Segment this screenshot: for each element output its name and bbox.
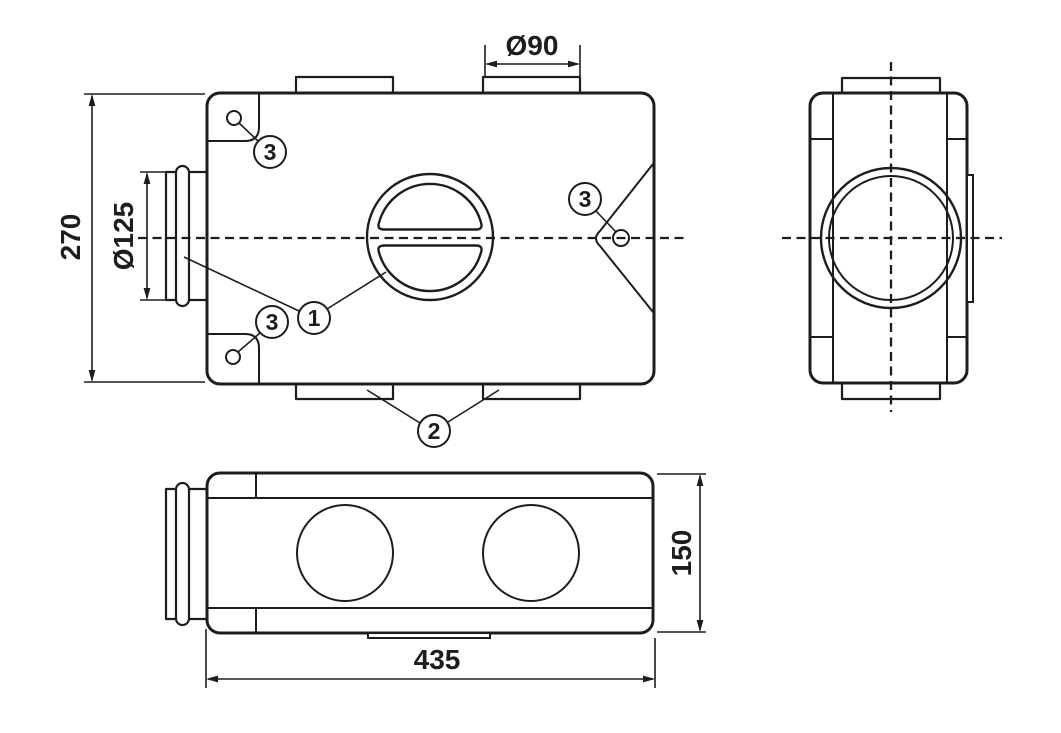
mounting-hole-bottom-left: [225, 349, 241, 365]
front-view: [138, 75, 688, 401]
port-damper-upper: [377, 182, 483, 231]
dimension-125: Ø125: [108, 171, 168, 301]
leader-line: [595, 210, 617, 233]
callout-circle: [253, 135, 287, 169]
arrowhead-up: [88, 94, 96, 106]
arrowhead-right: [643, 675, 655, 683]
port-damper-lower: [377, 244, 483, 293]
dim-label-length: 435: [414, 644, 461, 675]
side-view: [782, 62, 1002, 412]
dim-label-top-spigot: Ø90: [506, 30, 559, 61]
arrowhead-down: [143, 288, 151, 300]
bottom-clip: [367, 632, 491, 639]
bottom-port-left: [296, 504, 394, 602]
leader-line: [326, 271, 387, 310]
callout-3-top-left: 3: [238, 122, 287, 169]
callout-1: 1: [183, 256, 387, 335]
arrowhead-down: [88, 370, 96, 382]
mounting-hole-top-left: [226, 110, 242, 126]
arrowhead-left: [485, 60, 497, 68]
callout-2: 2: [366, 389, 500, 448]
callout-3-bottom-left: 3: [237, 305, 289, 353]
dimension-90: Ø90: [484, 30, 581, 76]
dimension-150: 150: [657, 473, 706, 633]
arrowhead-up: [143, 172, 151, 184]
leader-line: [366, 389, 421, 424]
front-left-spigot-gasket: [174, 164, 191, 308]
bottom-view: [164, 471, 655, 639]
callout-circle: [255, 305, 289, 339]
callout-number: 1: [308, 305, 321, 331]
dim-label-height: 270: [55, 214, 86, 261]
callout-number: 3: [264, 139, 277, 165]
front-top-spigot-left: [294, 75, 395, 96]
bottom-port-right: [482, 504, 580, 602]
callout-3-right: 3: [568, 182, 617, 233]
arrowhead-up: [696, 474, 704, 486]
callout-number: 3: [579, 186, 592, 212]
arrowhead-down: [696, 620, 704, 632]
leader-line: [183, 256, 300, 312]
callout-circle: [417, 414, 451, 448]
dimension-435: 435: [205, 629, 656, 688]
leader-line: [238, 122, 259, 142]
front-top-spigot-right: [481, 75, 582, 96]
callout-circle: [568, 182, 602, 216]
dimension-270: 270: [55, 93, 205, 383]
callout-number: 2: [428, 418, 441, 444]
dim-label-depth: 150: [666, 530, 697, 577]
arrowhead-right: [568, 60, 580, 68]
dim-label-left-spigot: Ø125: [108, 202, 139, 271]
arrowhead-left: [206, 675, 218, 683]
front-corner-bracket-top-left: [208, 94, 260, 142]
leader-line: [237, 332, 261, 353]
callout-circle: [297, 301, 331, 335]
callout-number: 3: [266, 309, 279, 335]
bottom-left-spigot-gasket: [174, 481, 191, 627]
leader-line: [447, 389, 500, 423]
